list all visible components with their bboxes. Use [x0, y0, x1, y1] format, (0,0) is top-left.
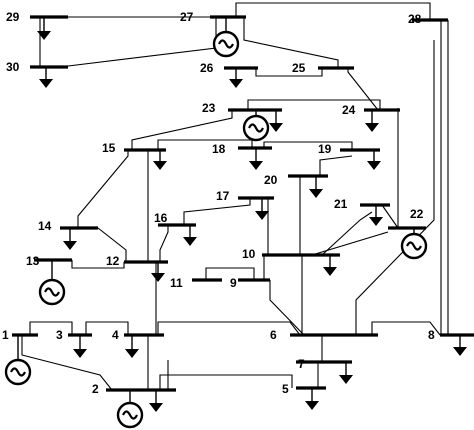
bus-8-label: 8: [428, 328, 435, 342]
load-arrow-icon: [63, 228, 77, 250]
transmission-lines: [21, 2, 449, 391]
bus-9-label: 9: [230, 276, 237, 290]
branch-10-22: [311, 231, 389, 256]
branch-6-28: [355, 40, 435, 335]
branch-16-17: [183, 198, 251, 225]
bus-3-label: 3: [56, 328, 63, 342]
load-arrow-icon: [367, 150, 381, 170]
branch-28-27: [235, 2, 431, 20]
bus-7-label: 7: [298, 357, 305, 371]
bus-25-label: 25: [292, 61, 306, 75]
load-arrow-icon: [39, 67, 53, 88]
load-arrow-icon: [255, 198, 269, 220]
bus-1-label: 1: [2, 328, 9, 342]
branch-9-11: [205, 267, 255, 280]
bus-19-label: 19: [318, 142, 332, 156]
load-arrow-icon: [339, 362, 353, 384]
bus-10-label: 10: [242, 247, 256, 261]
load-arrow-icon: [323, 255, 337, 276]
load-arrow-icon: [125, 335, 139, 358]
bus-6-label: 6: [270, 328, 277, 342]
load-arrow-icon: [365, 110, 379, 132]
bus-22-label: 22: [410, 207, 424, 221]
bus-18-label: 18: [212, 142, 226, 156]
branch-1-3: [29, 321, 73, 335]
generator-icon: [212, 17, 240, 58]
branch-25-26: [255, 68, 323, 77]
bus-11-label: 11: [170, 276, 183, 290]
bus-15-label: 15: [102, 141, 116, 155]
bus-30-label: 30: [6, 60, 20, 74]
load-arrow-icon: [369, 205, 383, 226]
generator-icon: [400, 228, 428, 260]
branch-23-24: [247, 99, 381, 110]
branch-15-23: [131, 110, 233, 150]
load-arrow-icon: [149, 390, 163, 412]
load-arrow-icon: [151, 262, 165, 282]
load-arrow-icon: [183, 225, 197, 246]
bus-5-label: 5: [282, 382, 289, 396]
load-arrow-icon: [73, 335, 87, 358]
bus-28-label: 28: [408, 12, 422, 26]
generator-icon: [116, 390, 144, 429]
generator-icon: [242, 110, 270, 142]
loads: [37, 17, 467, 412]
bus-23-label: 23: [202, 101, 216, 115]
load-arrow-icon: [305, 388, 319, 410]
branch-21-22: [381, 204, 399, 229]
load-arrow-icon: [249, 148, 263, 170]
branch-12-14: [97, 227, 127, 262]
branch-14-15: [77, 150, 129, 228]
branch-27-30: [59, 17, 217, 68]
bus-4-label: 4: [112, 328, 119, 342]
branch-1-2: [21, 335, 113, 391]
load-arrow-icon: [309, 176, 323, 198]
branch-12-13: [71, 260, 125, 269]
branch-2-5: [159, 374, 293, 390]
branch-3-4: [85, 321, 129, 335]
bus-20-label: 20: [264, 173, 278, 187]
load-arrow-icon: [229, 68, 243, 88]
bus-2-label: 2: [92, 382, 99, 396]
branch-10-21: [321, 211, 373, 256]
bus-29-label: 29: [6, 10, 20, 24]
generator-icon: [4, 335, 32, 386]
branch-6-9: [269, 280, 305, 336]
bus-16-label: 16: [154, 211, 168, 225]
bus-17-label: 17: [216, 189, 230, 203]
branch-25-27: [243, 17, 339, 68]
bus-24-label: 24: [342, 103, 356, 117]
bus-27-label: 27: [180, 10, 194, 24]
branch-12-16: [159, 225, 169, 262]
bus-12-label: 12: [106, 254, 120, 268]
bus-14-label: 14: [38, 219, 52, 233]
bus-21-label: 21: [334, 197, 348, 211]
branch-18-19: [263, 141, 353, 150]
bus-13-label: 13: [26, 254, 40, 268]
generator-icon: [38, 260, 66, 306]
branch-19-20: [319, 155, 353, 176]
branch-6-8: [371, 321, 441, 336]
buses: [12, 15, 474, 392]
load-arrow-icon: [453, 335, 467, 356]
load-arrow-icon: [153, 150, 167, 170]
branch-15-18: [157, 139, 253, 150]
bus-26-label: 26: [200, 61, 214, 75]
load-arrow-icon: [37, 17, 51, 40]
branch-4-6: [157, 321, 301, 336]
load-arrow-icon: [269, 110, 283, 132]
generators: [4, 17, 428, 429]
